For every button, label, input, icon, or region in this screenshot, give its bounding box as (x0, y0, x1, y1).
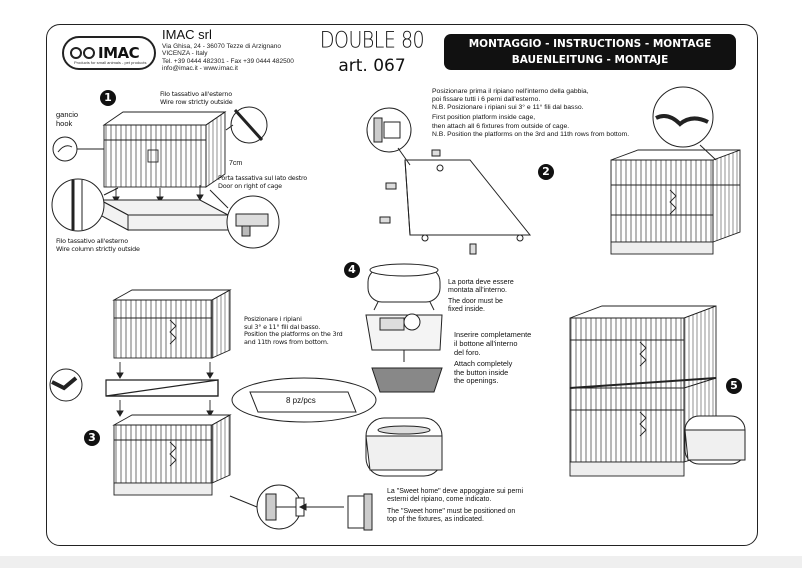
imac-logo: IMAC Products for small animals - pet pr… (62, 36, 156, 70)
step1-hook-note: gancio hook (56, 110, 78, 128)
step-2-badge: 2 (538, 164, 554, 180)
logo-word: IMAC (98, 44, 140, 62)
sweet-home-en-2: top of the fixtures, as indicated. (387, 516, 484, 524)
step4-button-en-1: Attach completely (454, 358, 513, 368)
step1-wire-row-note: Filo tassativo all'esterno Wire row stri… (160, 90, 233, 106)
title-line-1: MONTAGGIO - INSTRUCTIONS - MONTAGE (468, 38, 712, 50)
step4-door-note: La porta deve essere montata all'interno… (448, 279, 514, 315)
step3-en-1: Position the platforms on the 3rd (244, 330, 343, 339)
step-3-badge: 3 (84, 430, 100, 446)
step3-en-2: and 11th rows from bottom. (244, 338, 329, 347)
step2-en-1: First position platform inside cage, (432, 114, 536, 122)
step2-it-1: Posizionare prima il ripiano nell'intern… (432, 88, 589, 95)
step1-door-en: Door on right of cage (218, 181, 282, 190)
step4-door-en-2: fixed inside. (448, 306, 485, 314)
company-web: info@imac.it - www.imac.it (162, 65, 238, 73)
step4-button-en-3: the openings. (454, 376, 499, 386)
step1-wire-row-en: Wire row strictly outside (160, 97, 233, 106)
step-5-badge: 5 (726, 378, 742, 394)
title-line-2: BAUENLEITUNG - MONTAJE (511, 54, 669, 66)
step4-button-en-2: the button inside (454, 367, 509, 377)
step2-en-3: N.B. Position the platforms on the 3rd a… (432, 130, 630, 138)
product-article: art. 067 (338, 56, 406, 76)
step-4-badge: 4 (344, 262, 360, 278)
step1-wire-col-it: Filo tassativo all'esterno (56, 237, 128, 245)
sweet-home-en-1: The "Sweet home" must be positioned on (387, 507, 516, 515)
logo-rings (70, 47, 95, 59)
step4-button-note: Inserire completamente il bottone all'in… (454, 330, 532, 386)
sweet-home-it-2: esterni del ripiano, come indicato. (387, 496, 492, 504)
step-1-badge: 1 (100, 90, 116, 106)
step1-door-note: Porta tassativa sul lato destro Door on … (218, 174, 307, 190)
page-bottom-strip (0, 556, 802, 568)
company-phone: Tel. +39 0444 482301 - Fax +39 0444 4825… (162, 57, 294, 65)
step2-it-2: poi fissare tutti i 6 perni dall'esterno… (432, 96, 541, 104)
company-block: IMAC srl Via Ghisa, 24 - 36070 Tezze di … (162, 27, 294, 73)
company-name: IMAC srl (162, 27, 212, 42)
instruction-sheet (46, 24, 758, 546)
step4-door-en-1: The door must be (448, 297, 503, 305)
company-address-2: VICENZA - Italy (162, 50, 208, 58)
product-name: DOUBLE 80 (319, 28, 425, 54)
step1-hook-en: hook (56, 119, 73, 128)
step1-hook-it: gancio (56, 110, 79, 119)
product-block: DOUBLE 80 art. 067 (318, 28, 426, 76)
step3-quantity: 8 pz/pcs (286, 396, 316, 405)
title-banner: MONTAGGIO - INSTRUCTIONS - MONTAGE BAUEN… (444, 34, 736, 70)
step4-door-it-2: montata all'interno. (448, 287, 507, 295)
step1-wire-col-en: Wire column strictly outside (56, 244, 140, 253)
step2-it-3: N.B. Posizionare i ripiani sui 3° e 11° … (432, 104, 584, 112)
step3-instructions: Posizionare i ripiani sul 3° e 11° fili … (244, 315, 343, 347)
company-address-1: Via Ghisa, 24 - 36070 Tezze di Arzignano (162, 42, 282, 50)
sweet-home-note: La "Sweet home" deve appoggiare sui pern… (387, 488, 523, 525)
step3-it-1: Posizionare i ripiani (244, 315, 302, 323)
step4-door-it-1: La porta deve essere (448, 279, 514, 286)
step1-measure: 7cm (229, 160, 243, 167)
logo-tagline: Products for small animals - pet product… (74, 60, 147, 65)
step4-button-it-1: Inserire completamente (454, 330, 532, 339)
step4-button-it-3: del foro. (454, 347, 481, 357)
step2-instructions: Posizionare prima il ripiano nell'intern… (432, 88, 629, 139)
step1-door-it: Porta tassativa sul lato destro (218, 174, 307, 182)
step3-it-2: sul 3° e 11° fili dal basso. (244, 322, 321, 331)
sweet-home-it-1: La "Sweet home" deve appoggiare sui pern… (387, 488, 524, 495)
step1-wire-column-note: Filo tassativo all'esterno Wire column s… (56, 237, 140, 253)
step4-button-it-2: il bottone all'interno (454, 338, 518, 348)
step1-wire-row-it: Filo tassativo all'esterno (160, 90, 232, 98)
step2-en-2: then attach all 6 fixtures from outside … (432, 122, 570, 130)
